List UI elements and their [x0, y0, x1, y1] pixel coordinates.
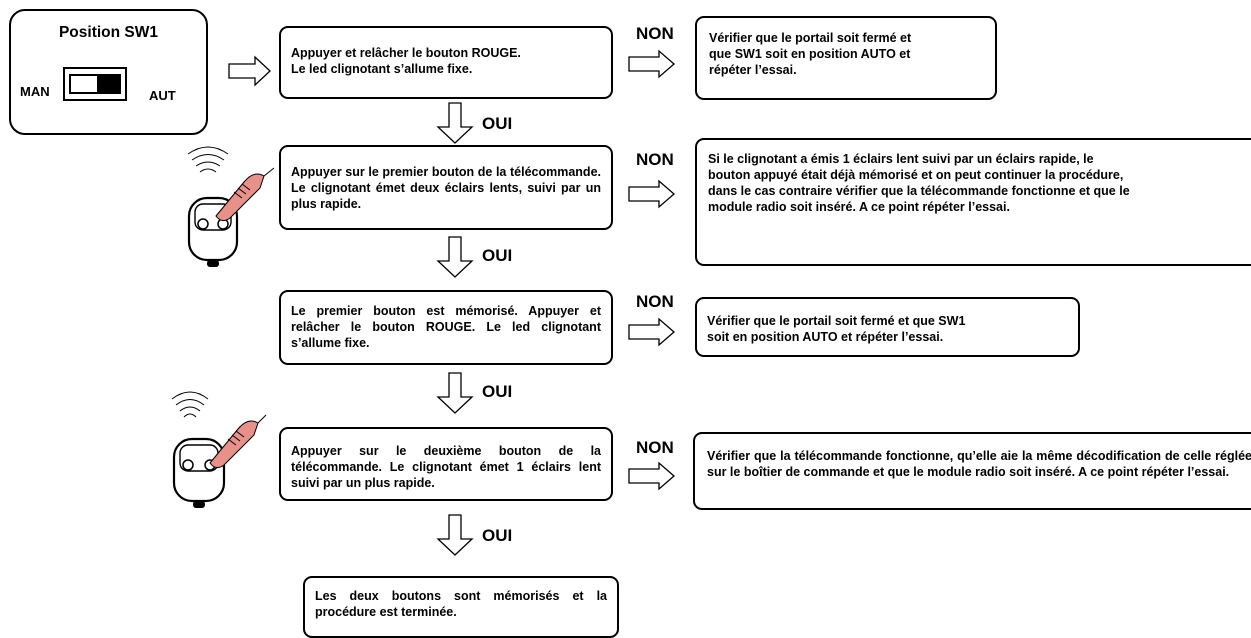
no-label-4: NON	[636, 438, 674, 457]
down-arrow-icon	[436, 372, 474, 414]
switch-track	[69, 74, 121, 94]
step-text-1: Appuyer et relâcher le bouton ROUGE. Le …	[291, 46, 521, 76]
yes-label-3: OUI	[482, 382, 513, 401]
down-arrow-icon	[436, 102, 474, 144]
failure-text-2: Si le clignotant a émis 1 éclairs lent s…	[708, 152, 1130, 214]
step-text-2: Appuyer sur le premier bouton de la télé…	[291, 165, 601, 211]
failure-box-4: Vérifier que la télécommande fonctionne,…	[693, 432, 1251, 510]
switch-sw1	[63, 67, 127, 101]
failure-box-3: Vérifier que le portail soit fermé et qu…	[695, 297, 1080, 357]
step-text-3: Le premier bouton est mémorisé. Appuyer …	[291, 304, 601, 350]
step-box-2: Appuyer sur le premier bouton de la télé…	[279, 145, 613, 230]
step-text-5: Les deux boutons sont mémorisés et la pr…	[315, 589, 607, 619]
step-box-4: Appuyer sur le deuxième bouton de la tél…	[279, 427, 613, 501]
right-arrow-icon	[628, 179, 675, 209]
failure-text-1: Vérifier que le portail soit fermé et qu…	[709, 31, 912, 77]
step-box-3: Le premier bouton est mémorisé. Appuyer …	[279, 290, 613, 365]
yes-label-1: OUI	[482, 114, 513, 133]
step-text-4: Appuyer sur le deuxième bouton de la tél…	[291, 444, 601, 490]
right-arrow-icon	[628, 461, 675, 491]
yes-label-2: OUI	[482, 246, 513, 265]
switch-label-man: MAN	[20, 84, 50, 99]
failure-text-4: Vérifier que la télécommande fonctionne,…	[707, 449, 1251, 479]
no-label-3: NON	[636, 292, 674, 311]
failure-box-2: Si le clignotant a émis 1 éclairs lent s…	[695, 138, 1251, 266]
no-label-2: NON	[636, 150, 674, 169]
right-arrow-icon	[628, 317, 675, 347]
switch-panel-title: Position SW1	[58, 24, 159, 41]
right-arrow-icon	[228, 55, 271, 87]
yes-label-4: OUI	[482, 526, 513, 545]
failure-text-3: Vérifier que le portail soit fermé et qu…	[707, 314, 966, 344]
no-label-1: NON	[636, 24, 674, 43]
step-box-1: Appuyer et relâcher le bouton ROUGE. Le …	[279, 26, 613, 99]
remote-control-icon	[187, 146, 275, 267]
switch-label-aut: AUT	[149, 88, 176, 103]
step-box-5: Les deux boutons sont mémorisés et la pr…	[303, 576, 619, 638]
switch-knob	[97, 76, 119, 92]
remote-control-icon	[171, 391, 267, 508]
switch-position-panel: Position SW1 MAN AUT	[9, 9, 208, 135]
failure-box-1: Vérifier que le portail soit fermé et qu…	[695, 16, 997, 100]
right-arrow-icon	[628, 49, 675, 79]
down-arrow-icon	[436, 236, 474, 278]
down-arrow-icon	[436, 514, 474, 556]
